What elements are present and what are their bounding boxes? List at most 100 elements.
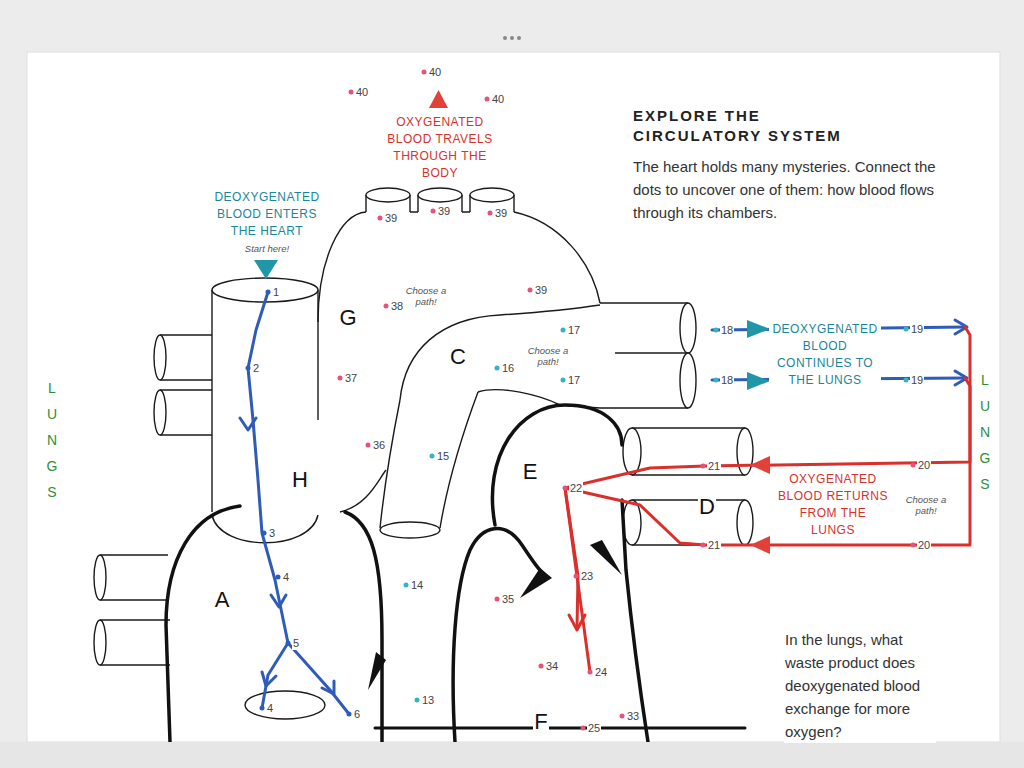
chamber-letter: E xyxy=(522,460,539,484)
blue-flow-line xyxy=(240,418,256,430)
callout-number: 21 xyxy=(707,460,721,473)
pink-dot xyxy=(574,574,579,579)
red-flow-line xyxy=(565,378,970,545)
teal-dot xyxy=(404,583,409,588)
vessel-outline xyxy=(470,188,514,202)
chamber-wall xyxy=(166,405,745,742)
blue-flow-line xyxy=(271,595,286,607)
callout-number: 40 xyxy=(355,86,369,99)
callout-number-slot: 20 xyxy=(917,539,931,552)
callout-number-slot: 18 xyxy=(720,374,734,387)
callout-number: 19 xyxy=(910,374,924,387)
callout-number: 37 xyxy=(344,372,358,385)
intro-text: The heart holds many mysteries. Connect … xyxy=(632,155,942,224)
valve-flap xyxy=(520,568,552,598)
callout-number-slot: 23 xyxy=(580,570,594,583)
pink-dot xyxy=(495,597,500,602)
page-sheet xyxy=(27,52,1000,742)
title-slot: EXPLORE THE CIRCULATORY SYSTEM xyxy=(632,106,882,146)
vessel-outline xyxy=(100,620,170,665)
chamber-wall xyxy=(345,512,382,742)
chamber-wall xyxy=(166,506,240,742)
callout-number: 39 xyxy=(534,284,548,297)
vessel-outline xyxy=(623,428,641,475)
drag-handle xyxy=(510,36,514,40)
pink-dot xyxy=(620,714,625,719)
vessel-outline xyxy=(680,303,696,353)
hint-note-slot: Choose a path! xyxy=(401,285,451,307)
chamber-letter-slot: A xyxy=(214,588,231,612)
pink-dot xyxy=(431,209,436,214)
callout-number-slot: 5 xyxy=(292,637,300,650)
blue-flow-line xyxy=(262,672,276,686)
callout-number-slot: 3 xyxy=(268,527,276,540)
teal-dot xyxy=(714,328,719,333)
callout-number: 24 xyxy=(594,666,608,679)
pink-dot xyxy=(528,288,533,293)
vessel-outline xyxy=(245,691,325,719)
teal-dot xyxy=(904,327,909,332)
callout-number: 2 xyxy=(252,362,260,375)
callout-number-slot: 17 xyxy=(567,374,581,387)
callout-number: 5 xyxy=(292,637,300,650)
callout-number-slot: 40 xyxy=(491,93,505,106)
callout-number: 25 xyxy=(587,722,601,735)
callout-number: 38 xyxy=(390,300,404,313)
callout-number: 36 xyxy=(372,439,386,452)
question-text: In the lungs, what waste product does de… xyxy=(784,628,936,743)
callout-number-slot: 22 xyxy=(569,482,583,495)
chamber-wall xyxy=(492,405,622,525)
pink-dot xyxy=(911,543,916,548)
chamber-letter: H xyxy=(291,468,309,492)
flow-note-slot: OXYGENATED BLOOD RETURNS FROM THE LUNGS xyxy=(777,471,889,539)
pink-dot xyxy=(701,543,706,548)
vessel-outline xyxy=(100,555,168,600)
callout-number-slot: 34 xyxy=(545,660,559,673)
teal-dot xyxy=(714,378,719,383)
page-title: EXPLORE THE CIRCULATORY SYSTEM xyxy=(632,106,882,146)
blue-dot xyxy=(246,290,352,717)
callout-number: 23 xyxy=(580,570,594,583)
valve-flap xyxy=(368,540,622,690)
intro-text-slot: The heart holds many mysteries. Connect … xyxy=(632,155,942,224)
callout-number-slot: 1 xyxy=(272,286,280,299)
callout-number: 35 xyxy=(501,593,515,606)
direction-triangle xyxy=(750,536,770,554)
vessel-outline xyxy=(737,428,753,475)
teal-dot xyxy=(904,378,909,383)
callout-number: 1 xyxy=(272,286,280,299)
callout-number-slot: 39 xyxy=(437,205,451,218)
callout-number-slot: 39 xyxy=(384,212,398,225)
vessel-outline xyxy=(340,470,386,512)
side-label-slot: LUNGS xyxy=(44,375,60,505)
callout-number-slot: 35 xyxy=(501,593,515,606)
blue-dot xyxy=(260,706,265,711)
vessel-outline xyxy=(737,500,753,545)
pink-dot xyxy=(384,304,389,309)
callout-number-slot: 39 xyxy=(494,207,508,220)
direction-triangle xyxy=(747,320,770,338)
blue-flow-line xyxy=(248,292,288,643)
flow-note: DEOXYGENATED BLOOD CONTINUES TO THE LUNG… xyxy=(769,321,881,389)
callout-number: 15 xyxy=(436,450,450,463)
side-label: LUNGS xyxy=(977,367,993,497)
callout-number: 40 xyxy=(491,93,505,106)
callout-number: 16 xyxy=(501,362,515,375)
blue-dot xyxy=(266,290,271,295)
callout-number: 17 xyxy=(567,374,581,387)
chamber-wall xyxy=(375,727,745,730)
pink-dot xyxy=(588,670,593,675)
callout-number-slot: 2 xyxy=(252,362,260,375)
callout-number-slot: 40 xyxy=(428,66,442,79)
side-label-slot: LUNGS xyxy=(977,367,993,497)
callout-number-slot: 19 xyxy=(910,323,924,336)
vessel-outline xyxy=(380,400,400,528)
callout-number-slot: 24 xyxy=(594,666,608,679)
blue-flow-line xyxy=(288,643,349,714)
pink-dot xyxy=(581,726,586,731)
callout-number-slot: 20 xyxy=(917,459,931,472)
pink-dot xyxy=(563,486,568,491)
callout-number-slot: 36 xyxy=(372,439,386,452)
flow-note-slot: DEOXYGENATED BLOOD CONTINUES TO THE LUNG… xyxy=(769,321,881,389)
